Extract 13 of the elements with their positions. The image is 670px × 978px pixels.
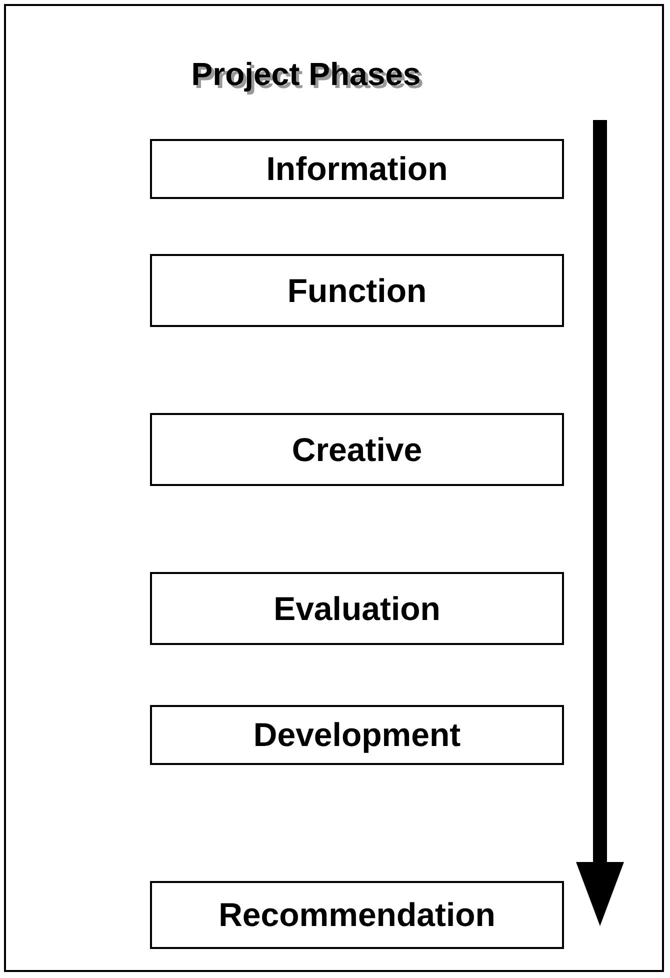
- phase-box: [150, 881, 564, 949]
- phase-box: [150, 254, 564, 327]
- phase-label: Information: [266, 150, 448, 188]
- phase-box: [150, 705, 564, 765]
- phase-label: Evaluation: [274, 590, 440, 628]
- phase-label: Function: [287, 272, 427, 310]
- phase-box: [150, 572, 564, 645]
- phase-label: Creative: [292, 430, 422, 468]
- phase-box: [150, 139, 564, 199]
- title: Project Phases: [190, 56, 422, 93]
- phase-label: Recommendation: [218, 896, 496, 934]
- phase-label: Development: [253, 716, 461, 754]
- phase-box: [150, 413, 564, 486]
